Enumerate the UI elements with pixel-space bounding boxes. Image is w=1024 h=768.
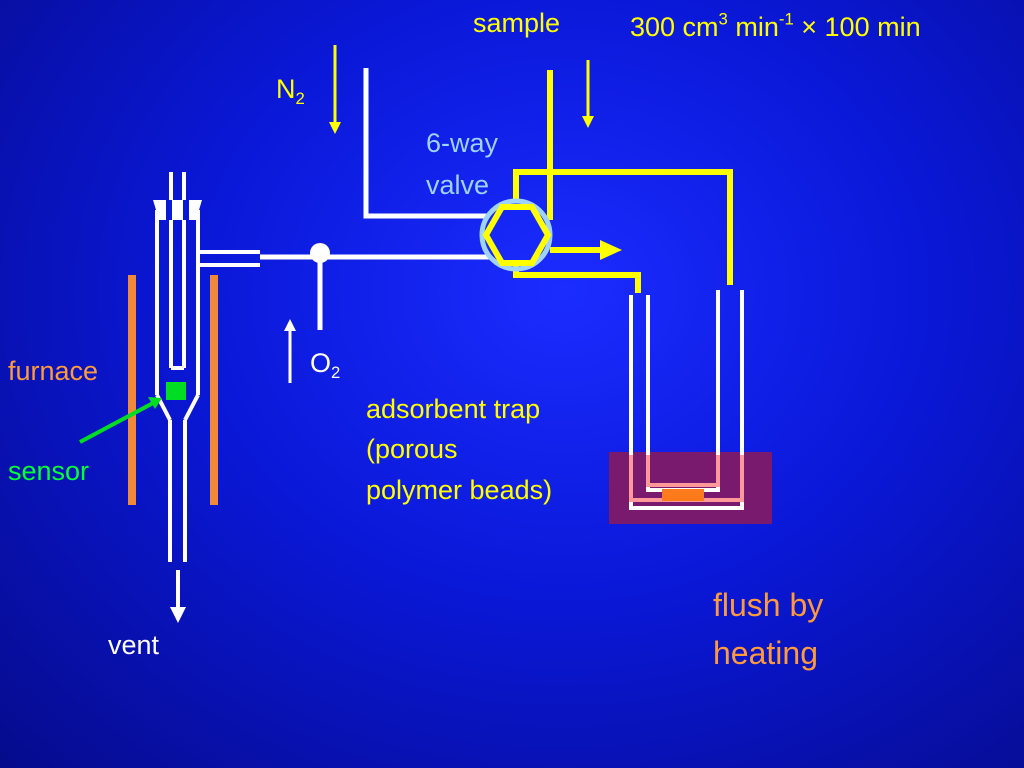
valve-label-line2: valve	[426, 170, 490, 200]
flow-rate-min-exponent: -1	[778, 9, 794, 29]
flow-rate-cm-exponent: 3	[718, 9, 728, 29]
reactor-tube	[155, 172, 260, 562]
tube-stopper	[153, 200, 202, 220]
sensor-pointer-arrow	[79, 400, 156, 444]
flush-label-line1: flush by	[713, 587, 824, 623]
n2-base: N	[276, 74, 296, 104]
o2-base: O	[310, 348, 332, 378]
gas-lines	[260, 68, 490, 330]
n2-subscript: 2	[295, 88, 305, 108]
sample-label: sample	[473, 8, 561, 38]
valve-outlet-arrowhead	[600, 240, 622, 260]
n2-label: N2	[276, 74, 305, 107]
sensor-element	[166, 382, 186, 400]
trap-label-line1: adsorbent trap	[366, 394, 541, 424]
sensor-label: sensor	[8, 456, 90, 486]
trap-label-line3: polymer beads)	[366, 475, 553, 505]
flow-rate-prefix: 300 cm	[630, 12, 719, 42]
o2-junction	[310, 243, 330, 263]
o2-label: O2	[310, 348, 340, 381]
flush-label-line2: heating	[713, 635, 818, 671]
flow-rate-label: 300 cm3 min-1 × 100 min	[630, 10, 921, 42]
porous-polymer-beads	[662, 489, 704, 501]
trap-label-line2: (porous	[366, 434, 458, 464]
valve-ring	[479, 198, 553, 272]
vent-label: vent	[108, 630, 160, 660]
o2-subscript: 2	[331, 362, 341, 382]
flow-rate-min: min	[727, 12, 779, 42]
furnace-left-bar	[128, 275, 136, 505]
furnace-label: furnace	[8, 356, 99, 386]
furnace-right-bar	[210, 275, 218, 505]
flow-rate-times: × 100 min	[793, 12, 921, 42]
valve-label-line1: 6-way	[426, 128, 499, 158]
sample-lines	[513, 70, 733, 293]
valve-hexagon	[482, 204, 552, 266]
